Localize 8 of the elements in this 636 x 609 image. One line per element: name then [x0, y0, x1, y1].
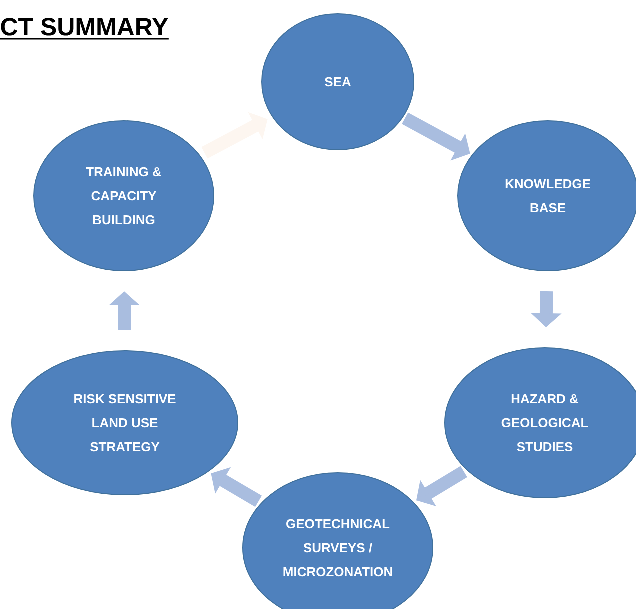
ellipse-node: SEA — [262, 14, 414, 150]
block-arrow — [416, 466, 468, 507]
title: CT SUMMARY — [1, 18, 168, 36]
ellipse-node: GEOTECHNICAL SURVEYS / MICROZONATION — [242, 472, 434, 609]
ellipse-node: HAZARD & GEOLOGICAL STUDIES — [444, 348, 636, 498]
ellipse-node: KNOWLEDGE BASE — [458, 120, 636, 272]
ellipse-node: RISK SENSITIVE LAND USE STRATEGY — [12, 350, 238, 496]
ellipse-node: TRAINING & CAPACITY BUILDING — [34, 120, 214, 272]
